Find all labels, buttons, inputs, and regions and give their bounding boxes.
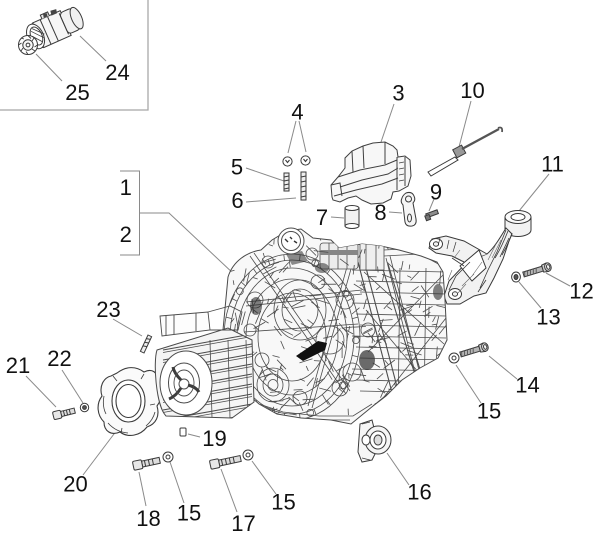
svg-text:15: 15 [477,399,501,424]
svg-text:20: 20 [63,472,87,497]
svg-text:14: 14 [515,373,539,398]
svg-text:13: 13 [536,305,560,330]
svg-text:12: 12 [569,279,593,304]
svg-text:6: 6 [231,188,243,213]
svg-text:5: 5 [231,155,243,180]
svg-text:1: 1 [120,175,132,200]
svg-text:4: 4 [291,100,303,125]
svg-text:25: 25 [65,80,89,105]
svg-text:18: 18 [136,506,160,531]
svg-text:22: 22 [47,346,71,371]
svg-text:16: 16 [407,480,431,505]
svg-text:11: 11 [541,152,564,177]
svg-text:21: 21 [6,353,30,378]
svg-text:24: 24 [105,60,129,85]
svg-text:23: 23 [96,297,120,322]
svg-text:19: 19 [202,426,226,451]
svg-text:2: 2 [120,222,132,247]
svg-text:17: 17 [231,511,255,535]
svg-text:9: 9 [430,180,442,205]
svg-text:8: 8 [374,200,386,225]
svg-text:15: 15 [177,501,201,526]
svg-text:10: 10 [460,78,484,103]
svg-text:7: 7 [316,205,328,230]
svg-text:15: 15 [271,490,295,515]
svg-text:3: 3 [392,81,404,106]
